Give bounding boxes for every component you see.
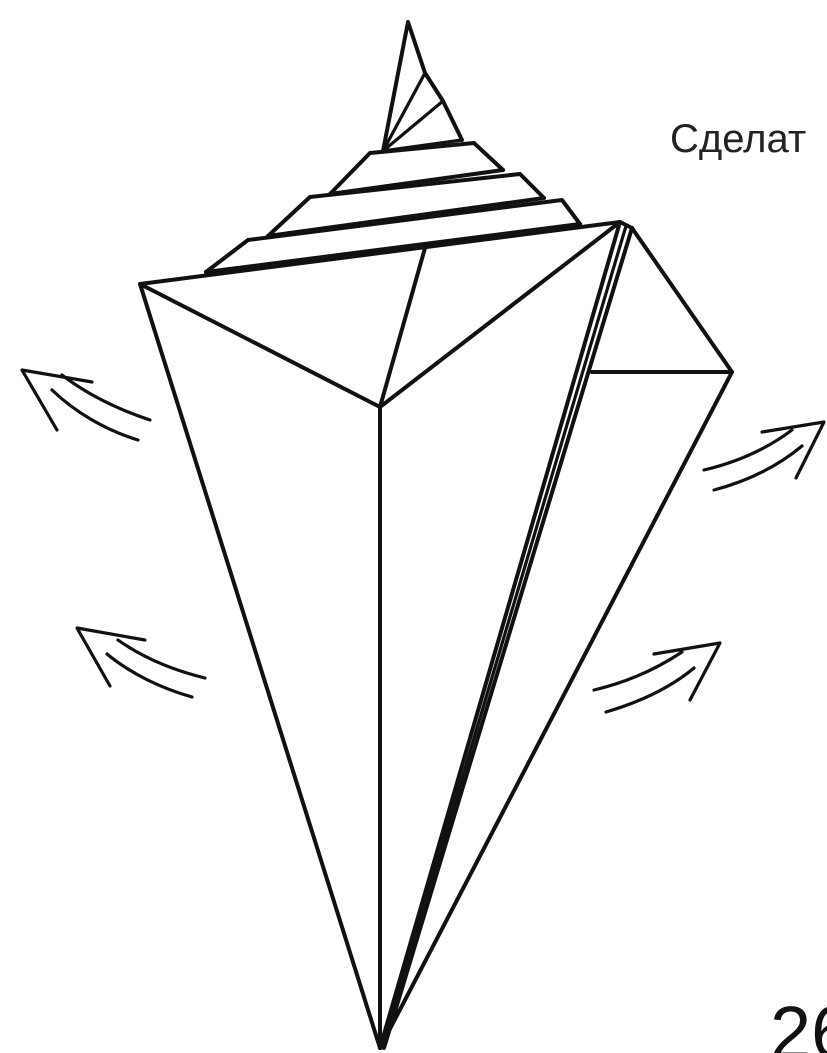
arrow-head bbox=[654, 643, 720, 700]
arrow-shaft-outer bbox=[62, 375, 150, 420]
arrow-shaft-inner bbox=[606, 668, 694, 712]
shell-spire bbox=[383, 22, 462, 151]
arrow-out-right-upper bbox=[704, 422, 824, 490]
pull-arrows bbox=[22, 370, 824, 712]
whorl-band-3-base bbox=[206, 224, 580, 272]
arrow-head bbox=[22, 370, 92, 430]
body-crease-left bbox=[140, 284, 380, 407]
step-number: 26 bbox=[770, 991, 827, 1053]
instruction-caption: Сделат bbox=[670, 117, 806, 161]
shell-right-flap bbox=[380, 222, 732, 1048]
flap-outer-top bbox=[632, 228, 732, 372]
arrow-out-left-lower bbox=[77, 628, 205, 697]
body-crease-top bbox=[380, 248, 425, 407]
shell-body bbox=[140, 222, 620, 1048]
arrow-shaft-inner bbox=[107, 654, 192, 697]
arrow-out-right-lower bbox=[594, 643, 720, 712]
arrow-out-left-upper bbox=[22, 370, 150, 440]
flap-inner-edge-2 bbox=[382, 226, 626, 1048]
